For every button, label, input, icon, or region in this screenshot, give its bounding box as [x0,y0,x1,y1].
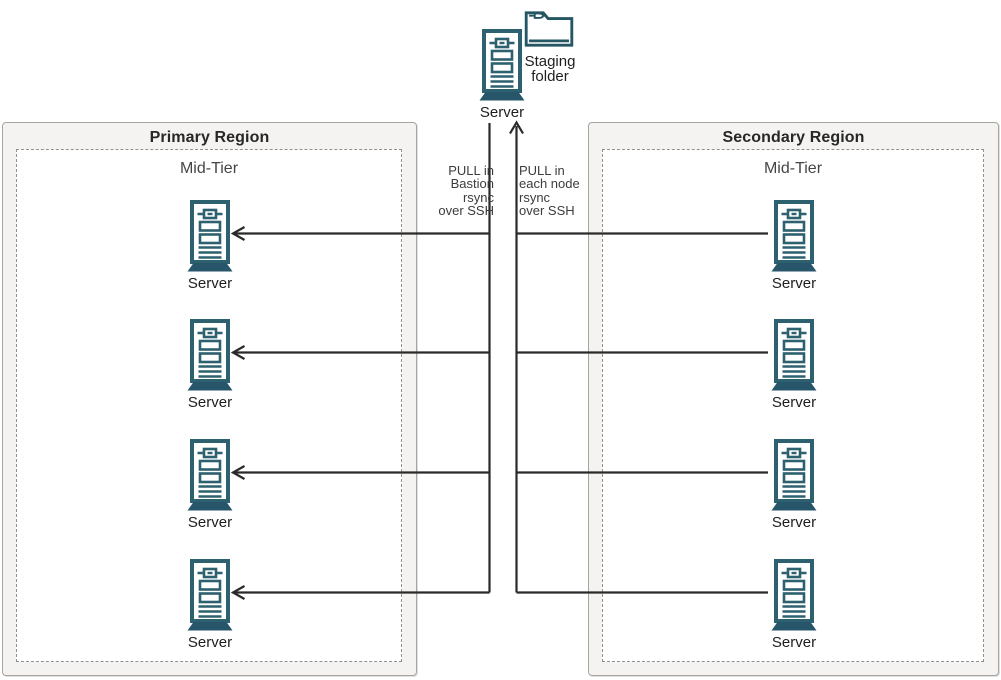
primary-server-node-2: Server [180,319,240,411]
server-label: Server [187,634,233,651]
secondary-region-title: Secondary Region [722,129,865,146]
staging-server-node: Server [472,29,532,121]
pull-bastion-label: PULL in Bastion rsync over SSH [438,163,494,219]
primary-server-node-4: Server [180,559,240,651]
server-icon [771,319,817,391]
pull-each-node-label: PULL in each node rsync over SSH [519,163,580,219]
staging-folder-label: Staging folder [524,53,576,85]
server-label: Server [771,275,817,292]
server-icon [771,559,817,631]
server-label: Server [187,514,233,531]
primary-server-node-3: Server [180,439,240,531]
server-label: Server [771,514,817,531]
server-label: Server [771,394,817,411]
server-icon [771,200,817,272]
primary-region-title: Primary Region [149,129,270,146]
server-label: Server [187,394,233,411]
pull-up-arrowhead [509,120,524,135]
secondary-server-node-2: Server [764,319,824,411]
server-icon [187,559,233,631]
staging-folder-icon [524,11,574,47]
server-icon [479,29,525,101]
secondary-server-node-3: Server [764,439,824,531]
staging-server-label: Server [479,104,525,121]
secondary-server-node-4: Server [764,559,824,651]
primary-server-node-1: Server [180,200,240,292]
server-icon [771,439,817,511]
server-label: Server [771,634,817,651]
secondary-midtier-label: Mid-Tier [763,160,823,177]
server-icon [187,200,233,272]
server-icon [187,439,233,511]
primary-midtier-label: Mid-Tier [179,160,239,177]
server-icon [187,319,233,391]
secondary-server-node-1: Server [764,200,824,292]
server-label: Server [187,275,233,292]
